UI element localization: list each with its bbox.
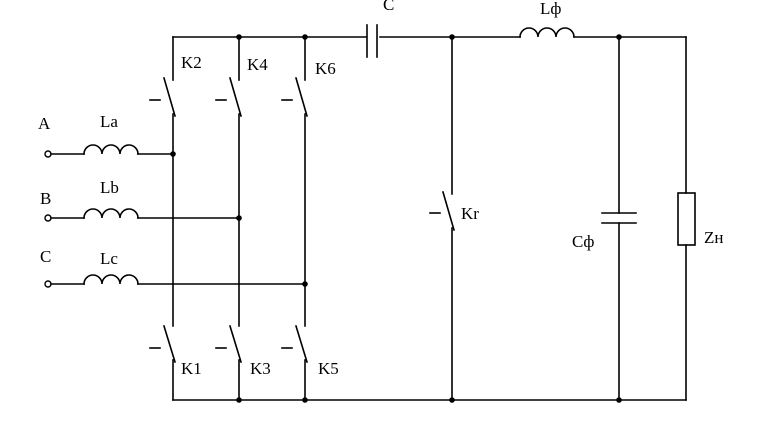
phase-b-line	[44, 208, 240, 222]
load-resistor	[677, 192, 696, 246]
bridge-leg-3	[281, 36, 308, 401]
label-input-c: C	[40, 247, 52, 266]
switch-kr	[442, 191, 455, 231]
label-switch-k3: K3	[250, 359, 271, 378]
filter-inductor	[519, 27, 575, 38]
phase-a-line	[44, 144, 174, 158]
label-load-zn: Zн	[704, 228, 724, 247]
terminal-c	[44, 280, 52, 288]
label-switch-kr: Kr	[461, 204, 479, 223]
label-switch-k2: K2	[181, 53, 202, 72]
switch-kr-branch	[429, 36, 455, 401]
label-inductor-lc: Lc	[100, 249, 118, 268]
switch-k2	[163, 77, 176, 117]
label-input-b: B	[40, 189, 52, 208]
label-switch-k4: K4	[247, 55, 268, 74]
label-inductor-la: La	[100, 112, 118, 131]
label-capacitor-cf: Cф	[572, 232, 595, 251]
label-input-a: A	[38, 114, 51, 133]
switch-k4	[229, 77, 242, 117]
switch-k1	[163, 325, 176, 363]
label-switch-k1: K1	[181, 359, 202, 378]
label-inductor-lf: Lф	[540, 0, 562, 18]
inductor-lc	[83, 274, 139, 285]
inductor-lb	[83, 208, 139, 219]
label-inductor-lb: Lb	[100, 178, 119, 197]
label-switch-k6: K6	[315, 59, 336, 78]
phase-c-line	[44, 274, 306, 288]
terminal-a	[44, 150, 52, 158]
filter-capacitor-branch	[601, 36, 637, 401]
bridge-leg-1	[149, 36, 176, 401]
series-capacitor	[366, 24, 378, 58]
load-branch	[677, 36, 696, 401]
switch-k6	[295, 77, 308, 117]
junction-dots	[170, 34, 622, 403]
switch-k5	[295, 325, 308, 363]
terminal-b	[44, 214, 52, 222]
switch-k3	[229, 325, 242, 363]
inductor-la	[83, 144, 139, 155]
label-switch-k5: K5	[318, 359, 339, 378]
label-capacitor-c: C	[383, 0, 395, 14]
